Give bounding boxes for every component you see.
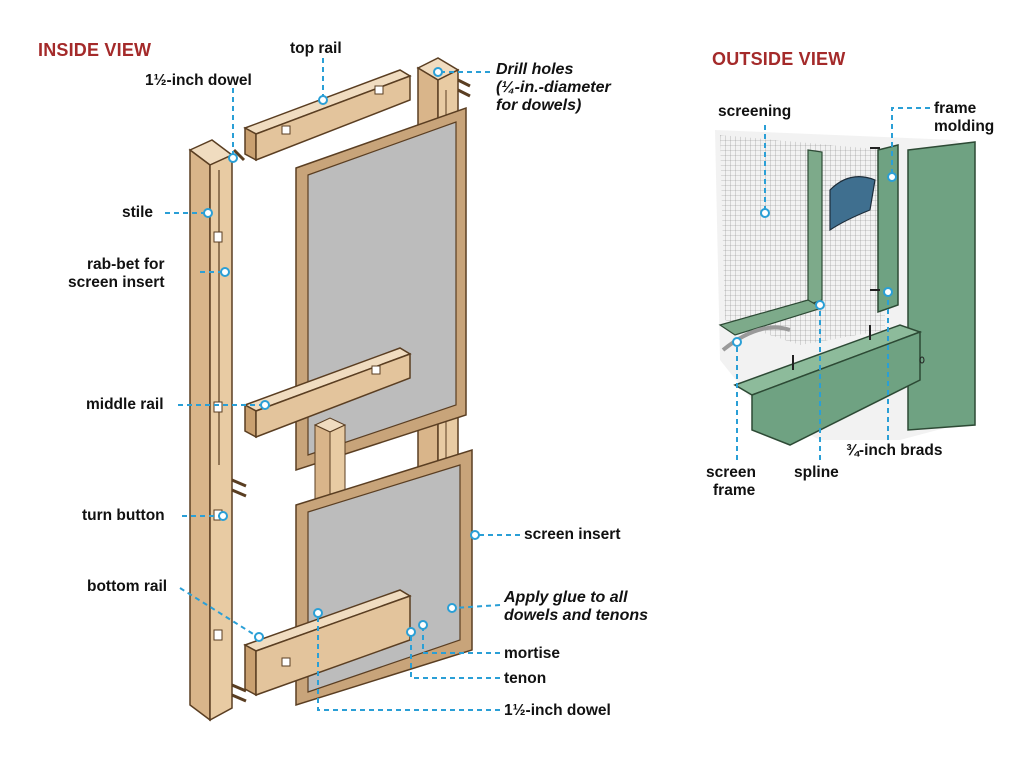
middle-rail-illustration xyxy=(243,347,412,439)
label-dowel-bottom: 1½-inch dowel xyxy=(504,702,611,719)
label-tenon: tenon xyxy=(504,670,547,687)
label-drill-holes-line1: Drill holes xyxy=(496,61,574,78)
label-apply-glue-line2: dowels and tenons xyxy=(504,607,649,624)
label-screen-insert: screen insert xyxy=(524,526,621,543)
label-stile: stile xyxy=(122,204,154,221)
label-screen-frame-line1: screen xyxy=(706,464,756,481)
label-bottom-rail: bottom rail xyxy=(87,578,168,595)
label-brads: ¾-inch brads xyxy=(846,442,943,459)
label-drill-holes-line3: for dowels) xyxy=(496,97,582,114)
leader-lines xyxy=(165,58,930,711)
bottom-rail-illustration xyxy=(243,589,412,697)
label-rabbet-line1: rab-bet for xyxy=(87,256,165,273)
outside-view-title: OUTSIDE VIEW xyxy=(712,49,846,69)
label-rabbet-line2: screen insert xyxy=(68,274,165,291)
stile-left-illustration xyxy=(188,139,247,722)
label-turn-button: turn button xyxy=(82,507,165,524)
label-dowel-top: 1½-inch dowel xyxy=(145,72,252,89)
label-spline: spline xyxy=(794,464,839,481)
label-apply-glue-line1: Apply glue to all xyxy=(504,589,628,606)
label-drill-holes-line2: (¼-in.-diameter xyxy=(496,79,611,96)
screen-insert-upper-illustration xyxy=(295,106,467,472)
label-top-rail: top rail xyxy=(290,40,342,57)
label-frame-molding-line1: frame xyxy=(934,100,977,117)
callout-points xyxy=(203,67,897,642)
label-screening: screening xyxy=(718,103,792,120)
inside-view-title: INSIDE VIEW xyxy=(38,40,152,60)
label-screen-frame-line2: frame xyxy=(713,482,756,499)
label-middle-rail: middle rail xyxy=(86,396,164,413)
outside-view-illustration xyxy=(715,130,976,446)
label-frame-molding-line2: molding xyxy=(934,118,995,135)
label-mortise: mortise xyxy=(504,645,560,662)
